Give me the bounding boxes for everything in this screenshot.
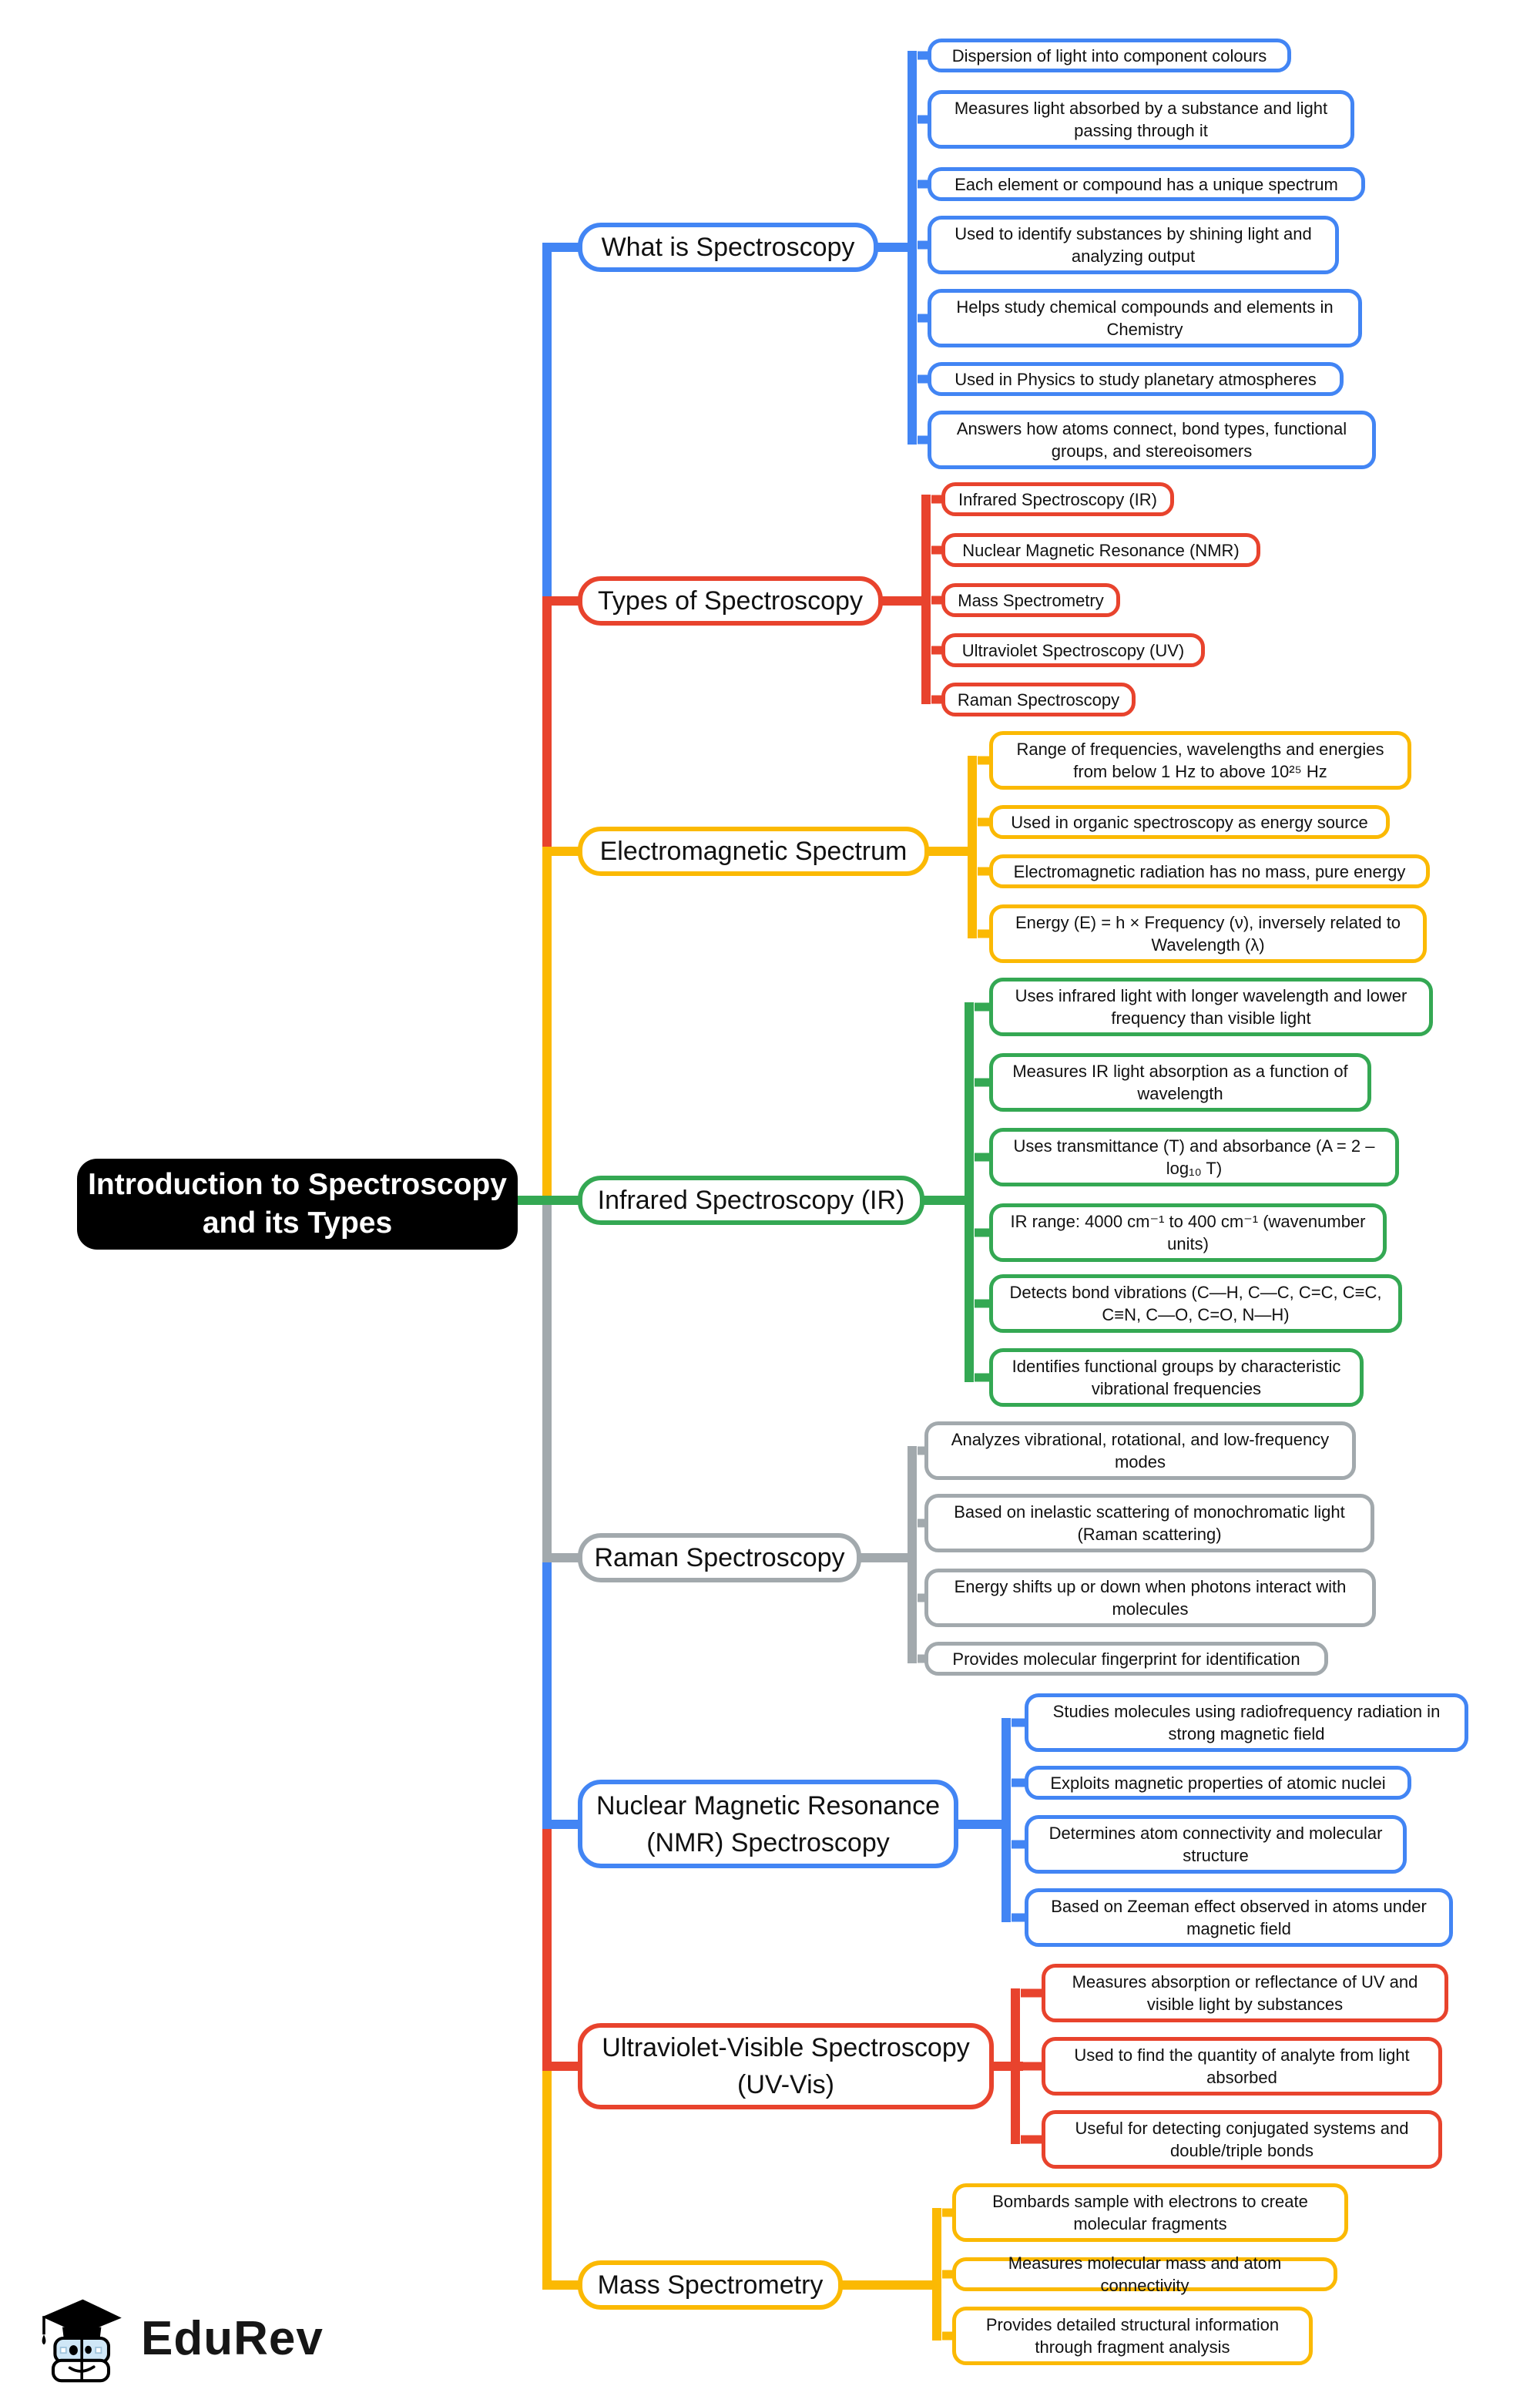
leaf-node: Studies molecules using radiofrequency r… bbox=[1025, 1693, 1468, 1752]
connector-line bbox=[542, 243, 582, 252]
leaf-node: Used to find the quantity of analyte fro… bbox=[1042, 2037, 1442, 2096]
edurev-logo: EduRev bbox=[35, 2292, 324, 2384]
connector-line bbox=[542, 601, 552, 851]
leaf-node: Exploits magnetic properties of atomic n… bbox=[1025, 1766, 1411, 1800]
branch-label-types-of-spectroscopy: Types of Spectroscopy bbox=[578, 576, 883, 626]
leaf-node: Measures light absorbed by a substance a… bbox=[928, 90, 1354, 149]
leaf-node: Ultraviolet Spectroscopy (UV) bbox=[941, 633, 1205, 667]
connector-line bbox=[965, 1002, 974, 1382]
edurev-logo-icon bbox=[42, 2299, 122, 2383]
leaf-node: Raman Spectroscopy bbox=[941, 683, 1136, 716]
connector-line bbox=[542, 1558, 552, 1824]
leaf-node: Useful for detecting conjugated systems … bbox=[1042, 2110, 1442, 2169]
branch-label-electromagnetic-spectrum: Electromagnetic Spectrum bbox=[578, 827, 929, 876]
leaf-node: Measures absorption or reflectance of UV… bbox=[1042, 1964, 1448, 2022]
leaf-node: Used in Physics to study planetary atmos… bbox=[928, 362, 1344, 396]
leaf-node: Range of frequencies, wavelengths and en… bbox=[989, 731, 1411, 790]
leaf-node: Measures IR light absorption as a functi… bbox=[989, 1053, 1371, 1112]
leaf-node: Used to identify substances by shining l… bbox=[928, 216, 1339, 274]
connector-line bbox=[542, 1200, 552, 1558]
leaf-node: Measures molecular mass and atom connect… bbox=[952, 2253, 1337, 2295]
leaf-node: Analyzes vibrational, rotational, and lo… bbox=[924, 1421, 1356, 1480]
branch-label-uv-vis-spectroscopy: Ultraviolet-Visible Spectroscopy (UV-Vis… bbox=[578, 2023, 994, 2109]
branch-label-what-is-spectroscopy: What is Spectroscopy bbox=[578, 223, 878, 272]
leaf-node: Infrared Spectroscopy (IR) bbox=[941, 482, 1174, 516]
leaf-node: Energy (E) = h × Frequency (ν), inversel… bbox=[989, 904, 1427, 963]
leaf-node: Identifies functional groups by characte… bbox=[989, 1348, 1364, 1407]
connector-line bbox=[542, 596, 582, 606]
leaf-node: Used in organic spectroscopy as energy s… bbox=[989, 805, 1390, 839]
connector-line bbox=[921, 495, 931, 704]
leaf-node: Mass Spectrometry bbox=[941, 583, 1120, 617]
leaf-node: Detects bond vibrations (C—H, C—C, C=C, … bbox=[989, 1274, 1402, 1333]
leaf-node: Provides detailed structural information… bbox=[952, 2307, 1313, 2365]
branch-label-mass-spectrometry: Mass Spectrometry bbox=[578, 2260, 843, 2310]
leaf-node: Based on inelastic scattering of monochr… bbox=[924, 1494, 1374, 1552]
edurev-logo-text: EduRev bbox=[141, 2311, 324, 2365]
leaf-node: IR range: 4000 cm⁻¹ to 400 cm⁻¹ (wavenum… bbox=[989, 1203, 1387, 1262]
connector-line bbox=[512, 1196, 582, 1205]
connector-line bbox=[968, 756, 977, 938]
leaf-node: Energy shifts up or down when photons in… bbox=[924, 1569, 1376, 1627]
leaf-node: Each element or compound has a unique sp… bbox=[928, 167, 1365, 201]
leaf-node: Electromagnetic radiation has no mass, p… bbox=[989, 854, 1430, 888]
leaf-node: Helps study chemical compounds and eleme… bbox=[928, 289, 1362, 347]
leaf-node: Answers how atoms connect, bond types, f… bbox=[928, 411, 1376, 469]
branch-label-raman-spectroscopy: Raman Spectroscopy bbox=[578, 1533, 861, 1582]
connector-line bbox=[542, 1824, 552, 2066]
connector-line bbox=[932, 2208, 941, 2341]
connector-line bbox=[542, 243, 552, 601]
leaf-node: Determines atom connectivity and molecul… bbox=[1025, 1815, 1407, 1874]
leaf-node: Provides molecular fingerprint for ident… bbox=[924, 1642, 1328, 1676]
leaf-node: Dispersion of light into component colou… bbox=[928, 39, 1291, 72]
leaf-node: Bombards sample with electrons to create… bbox=[952, 2183, 1348, 2242]
mindmap-root-node: Introduction to Spectroscopy and its Typ… bbox=[77, 1159, 518, 1250]
connector-line bbox=[542, 1553, 582, 1562]
connector-line bbox=[908, 51, 917, 445]
connector-line bbox=[1002, 1718, 1011, 1922]
connector-line bbox=[542, 2066, 552, 2290]
connector-line bbox=[542, 2062, 582, 2071]
connector-line bbox=[908, 1446, 917, 1663]
connector-line bbox=[542, 1820, 582, 1829]
leaf-node: Nuclear Magnetic Resonance (NMR) bbox=[941, 533, 1260, 567]
branch-label-nmr-spectroscopy: Nuclear Magnetic Resonance (NMR) Spectro… bbox=[578, 1780, 958, 1868]
leaf-node: Based on Zeeman effect observed in atoms… bbox=[1025, 1888, 1453, 1947]
branch-label-infrared-spectroscopy: Infrared Spectroscopy (IR) bbox=[578, 1176, 924, 1225]
leaf-node: Uses transmittance (T) and absorbance (A… bbox=[989, 1128, 1399, 1186]
connector-line bbox=[542, 847, 582, 856]
connector-line bbox=[542, 2280, 582, 2290]
connector-line bbox=[542, 851, 552, 1200]
leaf-node: Uses infrared light with longer waveleng… bbox=[989, 978, 1433, 1036]
